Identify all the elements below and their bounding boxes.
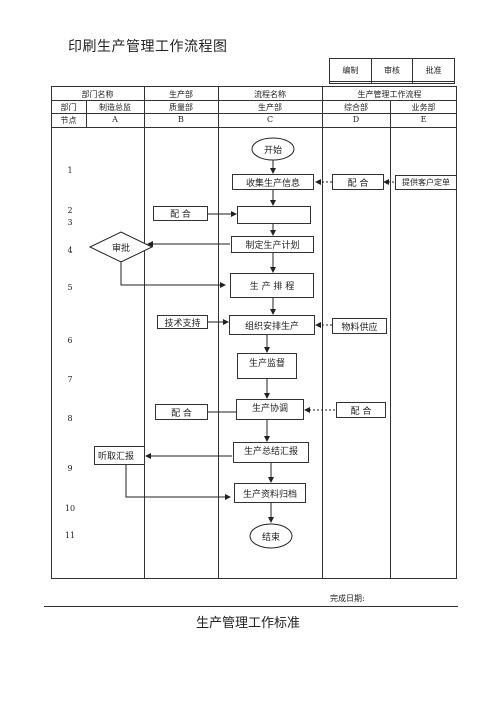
arrow-report-archive [125, 465, 231, 500]
e-order-box: 提供客户定单 [395, 175, 457, 190]
plan-box: 制定生产计划 [231, 236, 314, 253]
header-node-b: B [178, 115, 184, 124]
signoff-table: 编制 审核 批准 [329, 57, 455, 84]
a-report-box: 听取汇报 [94, 446, 145, 465]
header-dept-b: 质量部 [169, 103, 193, 112]
header-dept-name-value: 生产部 [169, 90, 193, 99]
section-title: 生产管理工作标准 [195, 616, 300, 631]
node-number-11: 11 [64, 531, 76, 540]
d-coop-box-2: 配 合 [336, 402, 386, 418]
node-number-7: 7 [67, 375, 73, 384]
node-number-3: 3 [67, 218, 73, 227]
approve-diamond [88, 231, 154, 263]
signoff-reviewed-label: 审核 [370, 57, 414, 83]
col-divider-b [218, 86, 219, 579]
summary-box: 生产总结汇报 [233, 442, 309, 463]
header-divider-2 [51, 113, 457, 114]
node-number-4: 4 [67, 246, 73, 255]
completion-date-label: 完成日期: [330, 594, 365, 603]
col-divider-c [322, 86, 323, 579]
organize-box: 组织安排生产 [229, 315, 315, 335]
header-dept-a: 制造总监 [99, 103, 131, 112]
footer-divider [44, 606, 458, 607]
node-number-10: 10 [64, 504, 76, 513]
start-oval [251, 137, 295, 161]
b-coop-box-2: 配 合 [155, 404, 208, 420]
d-coop-box-1: 配 合 [332, 174, 384, 190]
header-node-label: 节点 [60, 116, 77, 125]
b-tech-box: 技术支持 [157, 315, 208, 329]
document-title: 印刷生产管理工作流程图 [68, 39, 228, 55]
header-process-name-value: 生产管理工作流程 [357, 90, 422, 99]
header-dept-name-label: 部门名称 [81, 90, 114, 99]
signoff-approved-label: 批准 [412, 57, 455, 83]
header-dept-e: 业务部 [411, 103, 436, 112]
d-material-box: 物料供应 [332, 318, 387, 334]
end-label: 结束 [261, 533, 280, 543]
header-node-c: C [266, 115, 274, 124]
node-number-2: 2 [67, 206, 73, 215]
node-number-6: 6 [67, 336, 73, 345]
node-number-9: 9 [67, 464, 73, 473]
coordinate-box: 生产协调 [236, 399, 304, 420]
col-divider-d [390, 100, 391, 579]
collect-info-box: 收集生产信息 [232, 174, 314, 190]
col-divider-node [86, 100, 87, 127]
header-divider-3 [51, 127, 457, 128]
node-number-1: 1 [67, 166, 73, 175]
header-process-name-label: 流程名称 [254, 90, 286, 99]
node-number-5: 5 [67, 283, 73, 292]
approve-label: 审批 [111, 244, 130, 254]
arrow-approve-schedule [120, 262, 226, 288]
schedule-box: 生 产 排 程 [230, 273, 314, 298]
header-node-e: E [420, 115, 427, 124]
monitor-box: 生产监督 [237, 353, 297, 379]
flowchart-frame [51, 86, 457, 579]
col-divider-a [144, 86, 145, 579]
archive-box: 生产资料归档 [234, 483, 306, 503]
header-divider-1 [51, 100, 457, 101]
b-coop-box-1: 配 合 [153, 206, 208, 221]
header-node-a: A [112, 115, 118, 124]
end-oval [249, 523, 293, 549]
step2-box [237, 206, 311, 224]
header-dept-c: 生产部 [258, 103, 282, 112]
header-dept-d: 综合部 [344, 103, 368, 112]
signoff-approved-value [412, 81, 455, 84]
header-node-d: D [352, 115, 360, 124]
node-number-8: 8 [67, 414, 73, 423]
start-label: 开始 [263, 146, 282, 156]
header-dept-label: 部门 [60, 103, 77, 112]
